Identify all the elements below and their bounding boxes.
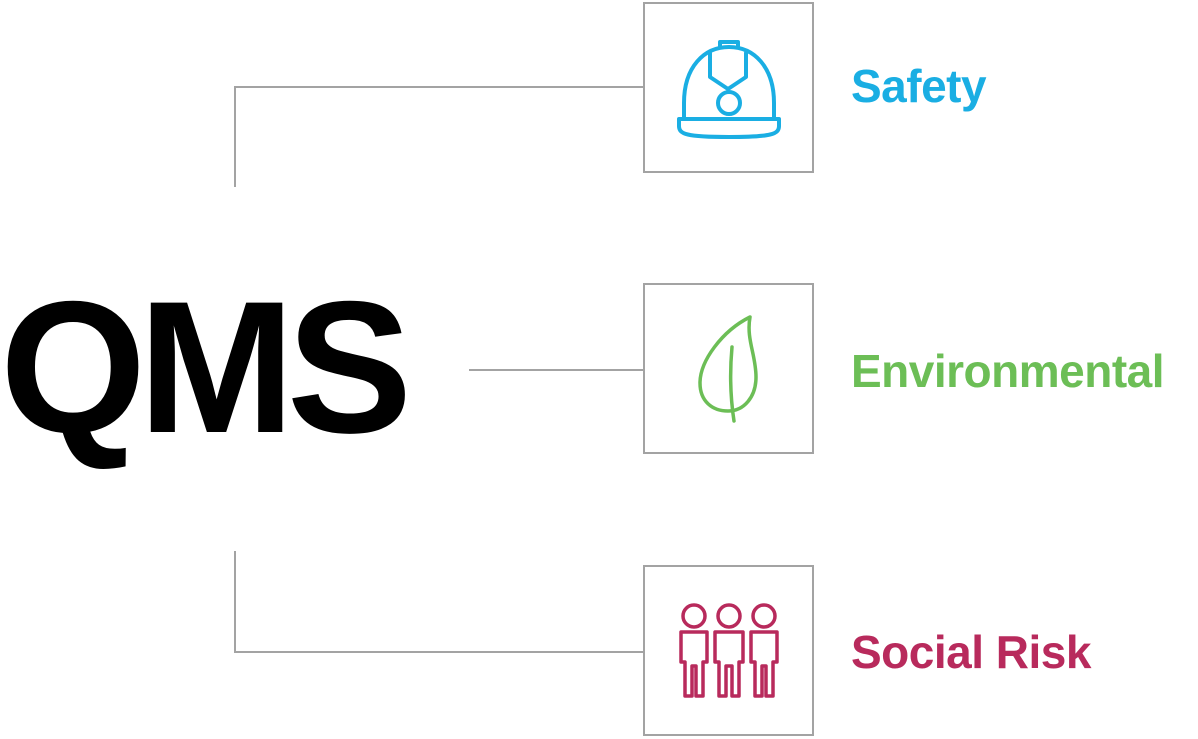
people-group-icon (678, 602, 779, 698)
hard-hat-icon (676, 39, 781, 139)
branch-label-environmental: Environmental (851, 345, 1165, 397)
branch-label-social-risk: Social Risk (851, 626, 1091, 678)
environmental-icon-box (643, 283, 814, 454)
connector-safety (234, 86, 643, 187)
social-risk-icon-box (643, 565, 814, 736)
connector-social-risk (234, 551, 643, 653)
safety-icon-box (643, 2, 814, 173)
root-node-title: QMS (0, 262, 412, 472)
leaf-icon (697, 314, 758, 423)
branch-label-safety: Safety (851, 60, 987, 112)
